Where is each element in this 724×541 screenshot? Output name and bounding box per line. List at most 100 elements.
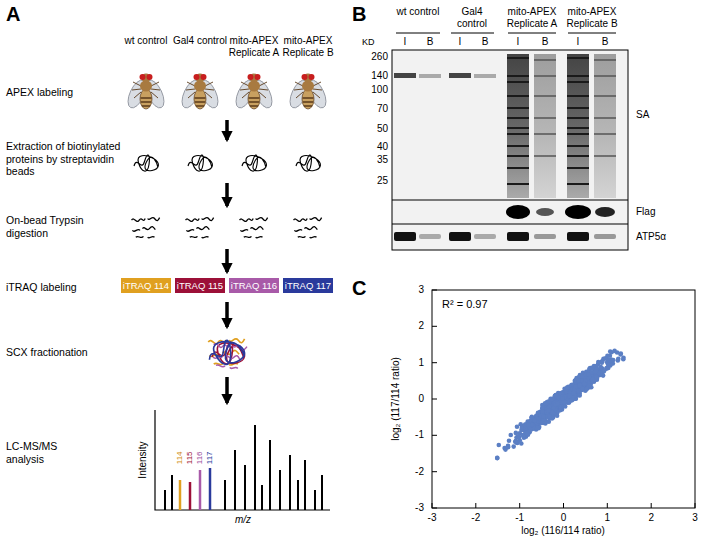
tick-label: -2	[466, 512, 486, 524]
band-label: Flag	[636, 206, 676, 218]
data-points	[546, 408, 551, 413]
step-label: Extraction of biotinylated proteins by s…	[6, 140, 130, 178]
data-points	[590, 366, 595, 371]
western-blot	[474, 74, 496, 78]
western-blot	[392, 200, 628, 201]
mass-spectrum	[155, 410, 330, 510]
panel-letter: B	[352, 2, 372, 26]
western-blot	[392, 50, 628, 250]
pooled-peptides	[207, 338, 247, 371]
tick-label: 1	[404, 357, 424, 369]
data-points	[563, 404, 568, 409]
tick-label: 2	[404, 320, 424, 332]
data-points	[509, 433, 514, 438]
step-arrows	[225, 302, 229, 327]
western-blot	[394, 73, 416, 78]
axis-title: log₂ (117/114 ratio)	[390, 329, 402, 469]
tick-label: -1	[510, 512, 530, 524]
column-header: mito-APEX Replicate B	[561, 6, 623, 30]
mass-spectrum	[189, 482, 192, 510]
data-points	[573, 385, 578, 390]
data-points	[569, 383, 574, 388]
lane-label: B	[598, 36, 612, 48]
column-header: mito-APEX Replicate B	[281, 35, 335, 59]
itraq-tag-box: iTRAQ 116	[229, 278, 279, 293]
western-blot	[565, 205, 591, 219]
western-blot	[534, 234, 556, 239]
tag-label: iTRAQ 116	[231, 280, 277, 291]
band-label: SA	[636, 109, 676, 121]
data-points	[540, 409, 545, 414]
step-arrows	[225, 249, 229, 272]
data-points	[547, 414, 552, 419]
peak-label: 115	[185, 450, 195, 466]
lane-label: I	[453, 36, 467, 48]
band-label: ATP5α	[636, 231, 686, 243]
western-blot	[394, 232, 416, 241]
data-points	[590, 378, 595, 383]
western-blot	[595, 207, 615, 217]
column-header: mito-APEX Replicate A	[227, 35, 281, 59]
step-arrows	[225, 120, 229, 140]
tick-label: 2	[641, 512, 661, 524]
western-blot	[474, 234, 496, 239]
peak-label: 114	[175, 450, 185, 466]
data-points	[569, 398, 574, 403]
data-points	[530, 415, 535, 420]
data-points	[572, 390, 577, 395]
axis-label: m/z	[223, 514, 263, 526]
western-blot	[449, 232, 471, 241]
western-blot	[507, 58, 589, 184]
tick-label: 1	[597, 512, 617, 524]
protein-tangles	[296, 155, 320, 171]
marker-label: 70	[358, 103, 388, 115]
scatter-plot	[432, 290, 695, 508]
stat-label: R² = 0.97	[442, 298, 522, 311]
pooled-peptides	[207, 338, 246, 368]
step-label: On-bead Trypsin digestion	[6, 214, 106, 239]
step-label: SCX fractionation	[6, 346, 121, 359]
peptide-pieces	[186, 218, 214, 238]
lane-label: I	[398, 36, 412, 48]
data-points	[595, 376, 600, 381]
data-points	[555, 401, 560, 406]
itraq-tag-box: iTRAQ 115	[175, 278, 225, 293]
data-points	[565, 385, 570, 390]
data-points	[586, 372, 591, 377]
marker-label: 25	[358, 175, 388, 187]
mass-spectrum	[155, 410, 330, 510]
tick-label: 3	[685, 512, 705, 524]
marker-label: 50	[358, 123, 388, 135]
marker-label: 40	[358, 141, 388, 153]
data-points	[513, 439, 518, 444]
data-points	[515, 424, 520, 429]
tick-label: 3	[404, 284, 424, 296]
western-blot	[396, 33, 616, 34]
peak-label: 116	[195, 450, 205, 466]
step-label: iTRAQ labeling	[6, 281, 121, 294]
scatter-plot	[432, 290, 695, 508]
step-arrows	[225, 120, 229, 403]
flies	[124, 74, 167, 111]
data-points	[580, 387, 585, 392]
data-points	[495, 349, 626, 461]
western-blot	[392, 224, 628, 225]
western-blot	[567, 232, 589, 241]
step-label: LC-MS/MS analysis	[6, 440, 76, 465]
data-points	[603, 356, 608, 361]
column-header: Gal4 control	[446, 6, 498, 30]
data-points	[520, 425, 525, 430]
data-points	[507, 438, 512, 443]
data-points	[567, 394, 572, 399]
data-points	[528, 427, 533, 432]
mass-spectrum	[209, 468, 212, 510]
marker-label: 100	[358, 84, 388, 96]
data-points	[562, 400, 567, 405]
data-points	[563, 390, 568, 395]
peptide-pieces	[132, 218, 322, 238]
data-points	[536, 410, 541, 415]
column-header: wt control	[392, 6, 444, 18]
tick-label: 0	[554, 512, 574, 524]
